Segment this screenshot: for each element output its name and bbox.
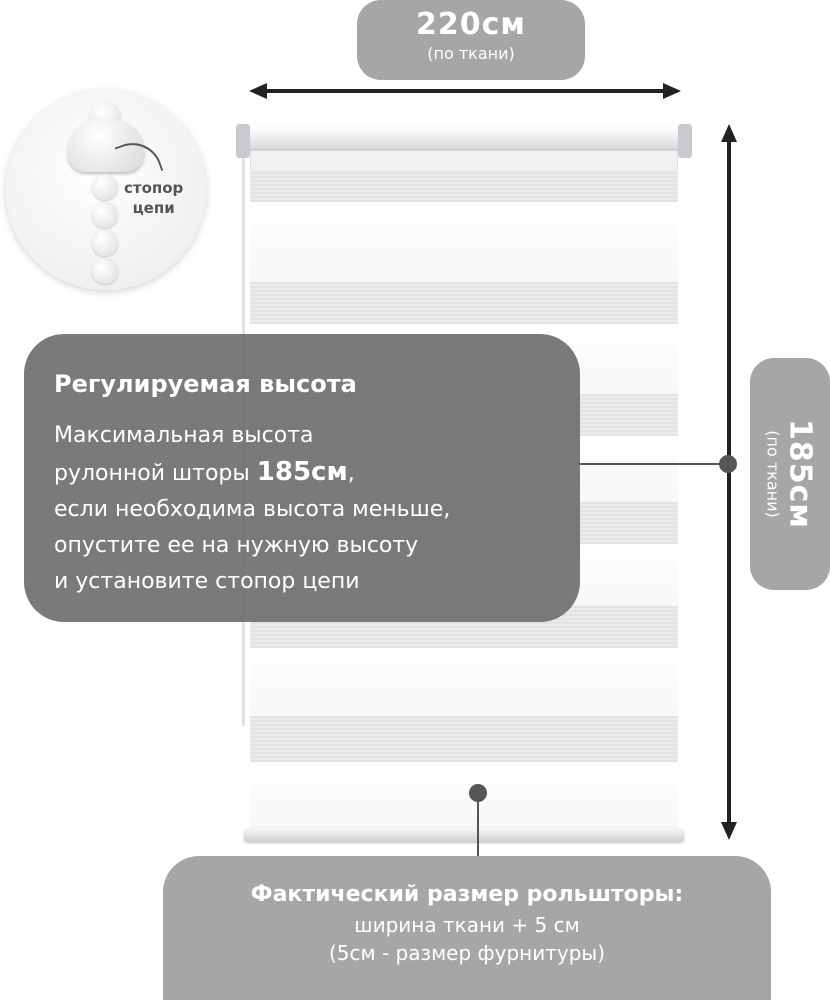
blind-headrail bbox=[242, 127, 686, 149]
actual-size-line-2: ширина ткани + 5 см bbox=[354, 913, 580, 937]
connector-dot-right bbox=[719, 455, 737, 473]
callout-highlight: 185см bbox=[256, 457, 348, 487]
blind-bottom-rail bbox=[244, 828, 684, 842]
callout-body: Максимальная высота рулонной шторы 185см… bbox=[54, 418, 450, 600]
callout-line-2: рулонной шторы 185см, bbox=[54, 454, 450, 492]
chain-stopper-icon bbox=[68, 120, 144, 172]
chain-bead bbox=[92, 258, 118, 284]
width-value: 220см bbox=[416, 7, 526, 42]
callout-line-2-prefix: рулонной шторы bbox=[54, 461, 257, 486]
callout-line-1: Максимальная высота bbox=[54, 423, 314, 448]
height-label: 185см (по ткани) bbox=[750, 358, 830, 590]
chain-bead bbox=[92, 230, 118, 256]
bracket-right bbox=[678, 124, 692, 158]
connector-dot-bottom bbox=[469, 784, 487, 802]
width-note: (по ткани) bbox=[427, 44, 515, 63]
actual-size-callout: Фактический размер рольшторы: ширина тка… bbox=[163, 856, 771, 1000]
chain-bead bbox=[92, 202, 118, 228]
arrow-left-icon bbox=[249, 83, 267, 99]
callout-line-3: если необходима высота меньше, bbox=[54, 497, 451, 522]
chain-bead bbox=[92, 174, 118, 200]
callout-line-2-suffix: , bbox=[347, 461, 355, 486]
callout-heading: Регулируемая высота bbox=[54, 370, 357, 398]
height-value: 185см bbox=[782, 419, 818, 529]
stopper-label-line-1: стопор bbox=[124, 179, 184, 197]
adjustable-height-callout: Регулируемая высота Максимальная высота … bbox=[24, 334, 580, 622]
height-note: (по ткани) bbox=[763, 430, 783, 518]
arrow-right-icon bbox=[663, 83, 681, 99]
arrow-down-icon bbox=[721, 822, 737, 840]
width-label: 220см (по ткани) bbox=[357, 0, 585, 80]
callout-line-5: и установите стопор цепи bbox=[54, 569, 360, 594]
bracket-left bbox=[236, 124, 250, 158]
stopper-label: стопор цепи bbox=[124, 178, 183, 218]
connector-line-right bbox=[578, 463, 726, 465]
actual-size-heading: Фактический размер рольшторы: bbox=[250, 882, 684, 907]
width-dimension-line bbox=[262, 89, 666, 93]
actual-size-line-3: (5см - размер фурнитуры) bbox=[328, 941, 606, 965]
chain-stopper-inset: стопор цепи bbox=[6, 90, 206, 290]
stopper-label-line-2: цепи bbox=[132, 199, 175, 217]
height-dimension-line bbox=[727, 140, 731, 830]
connector-line-bottom bbox=[477, 794, 479, 856]
callout-line-4: опустите ее на нужную высоту bbox=[54, 533, 419, 558]
arrow-up-icon bbox=[721, 124, 737, 142]
